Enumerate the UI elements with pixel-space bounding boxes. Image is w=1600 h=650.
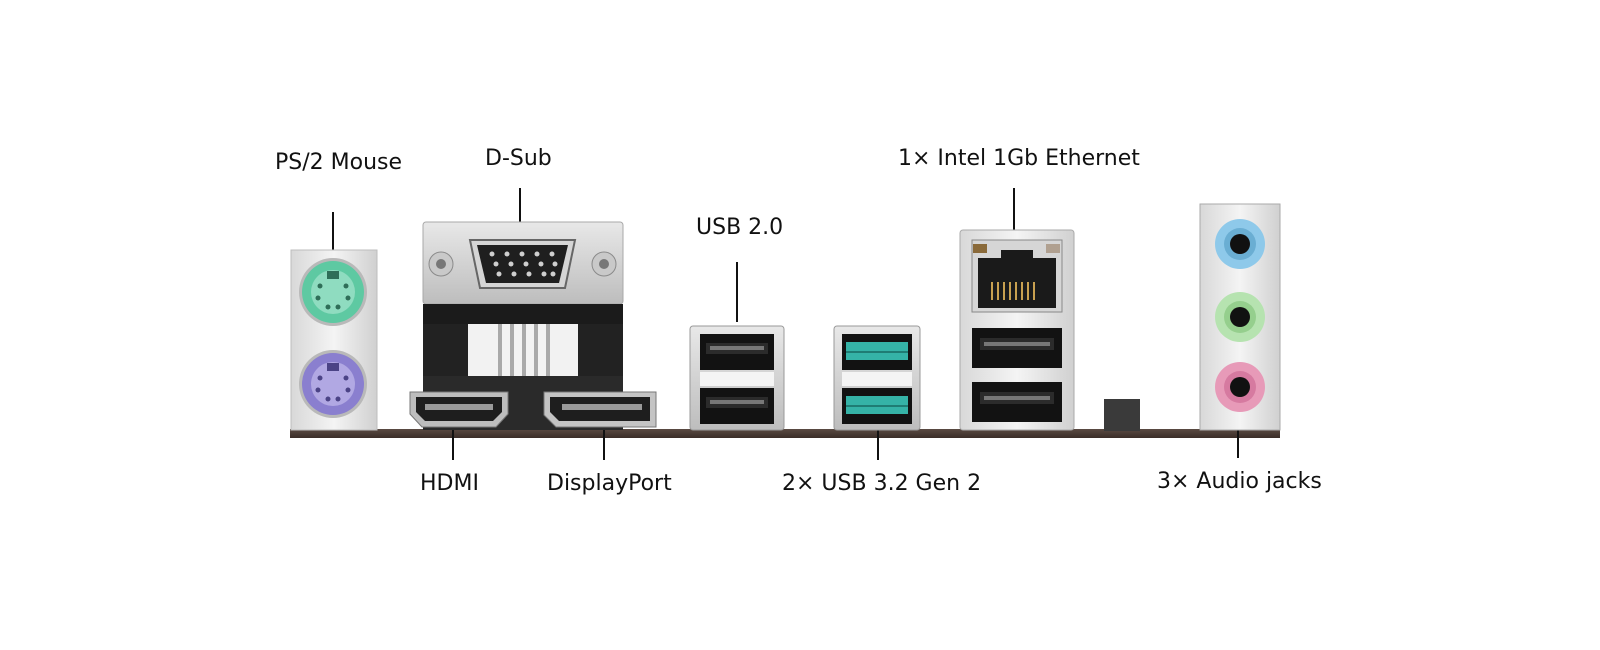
displayport-icon[interactable]	[543, 391, 657, 428]
usb20-stack	[689, 325, 785, 431]
audio-jack-icon[interactable]	[1215, 219, 1265, 269]
label-ps2-mouse: PS/2 Mouse	[275, 150, 403, 175]
ethernet-module	[959, 229, 1075, 431]
ps2-mouse-port-icon[interactable]	[299, 258, 367, 326]
label-usb32: 2× USB 3.2 Gen 2	[782, 471, 982, 496]
usb-port-icon[interactable]	[842, 334, 912, 370]
usb-port-icon[interactable]	[842, 388, 912, 424]
usb32-stack	[833, 325, 921, 431]
board-component	[1104, 399, 1140, 431]
label-hdmi: HDMI	[420, 471, 479, 496]
usb-port-icon[interactable]	[972, 328, 1062, 368]
board-edge	[290, 429, 1280, 438]
usb-port-icon[interactable]	[700, 334, 774, 370]
label-dsub: D-Sub	[485, 146, 552, 171]
usb-port-icon[interactable]	[700, 388, 774, 424]
audio-jack-icon[interactable]	[1215, 292, 1265, 342]
ps2-module	[290, 249, 378, 431]
audio-module	[1199, 203, 1281, 431]
rj45-port-icon[interactable]	[971, 239, 1063, 313]
usb-port-icon[interactable]	[972, 382, 1062, 422]
ps2-keyboard-port-icon[interactable]	[299, 350, 367, 418]
vga-connector-icon[interactable]	[422, 221, 624, 305]
label-usb20: USB 2.0	[696, 215, 784, 240]
label-audio: 3× Audio jacks	[1157, 469, 1322, 494]
label-displayport: DisplayPort	[547, 471, 672, 496]
label-ethernet: 1× Intel 1Gb Ethernet	[898, 146, 1140, 171]
audio-jack-icon[interactable]	[1215, 362, 1265, 412]
hdmi-port-icon[interactable]	[409, 391, 509, 428]
